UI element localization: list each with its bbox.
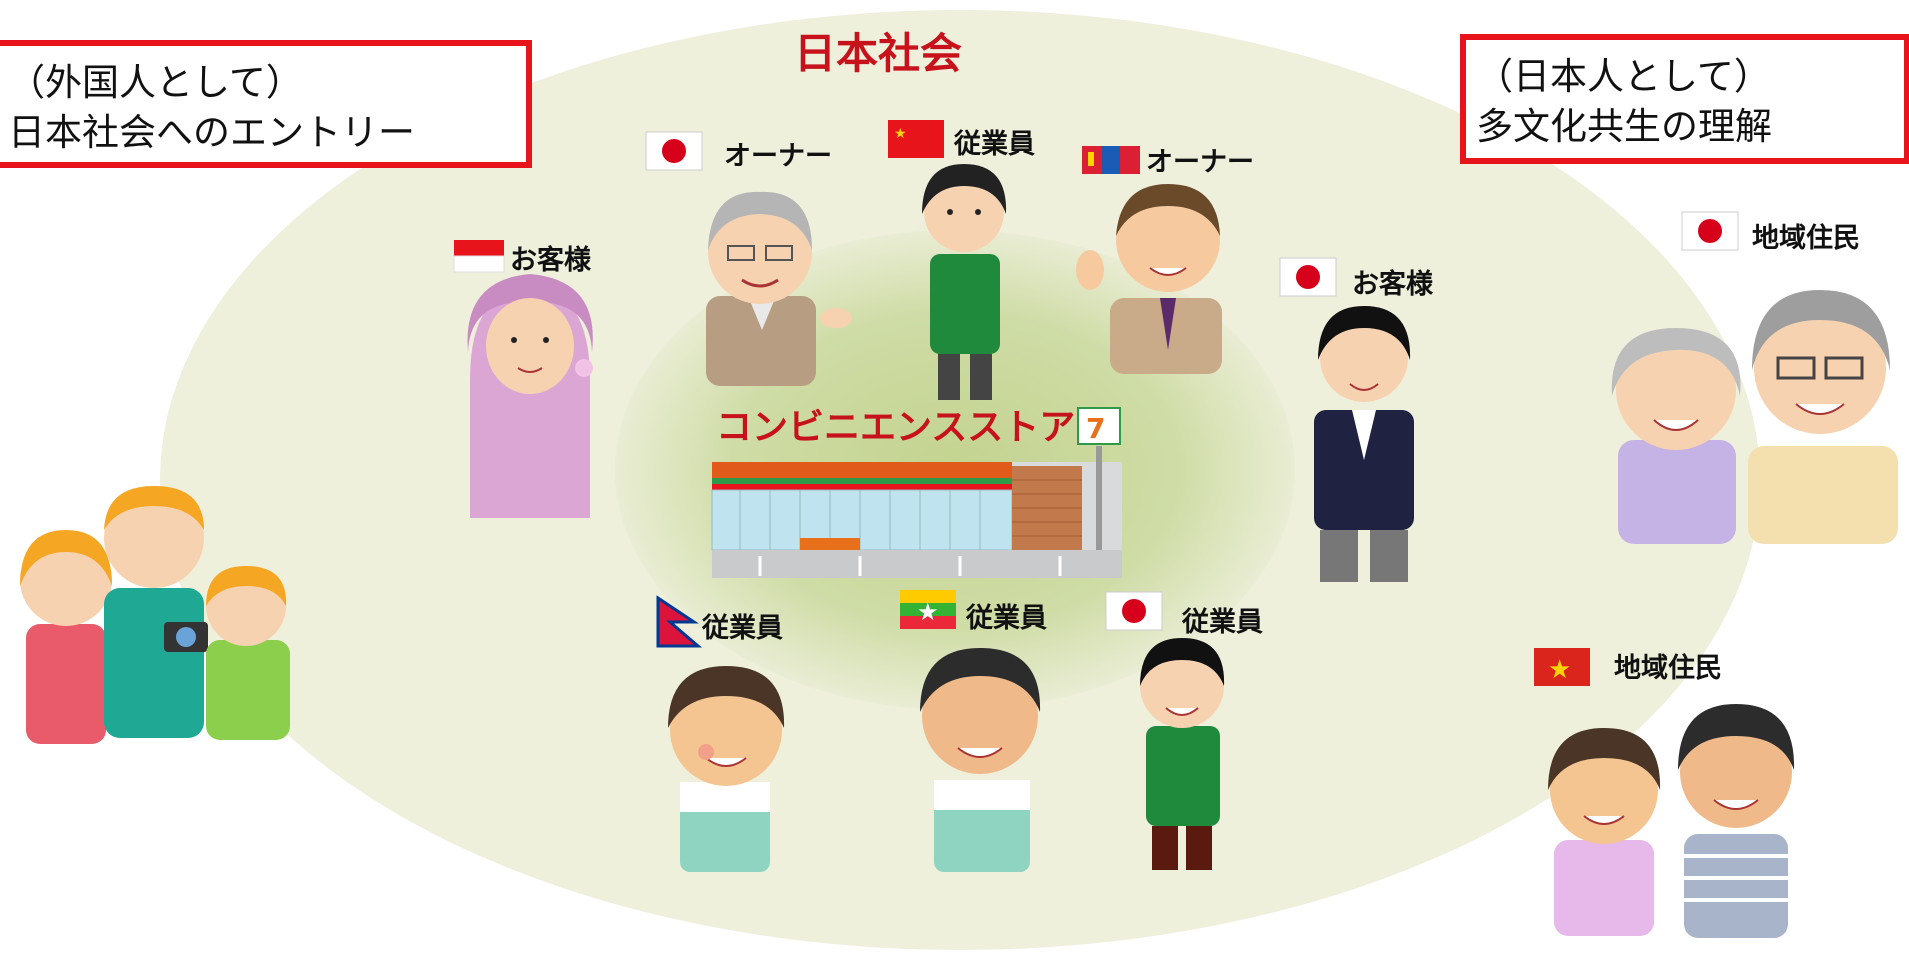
label-customer-japan: お客様 xyxy=(1352,269,1433,300)
store-title: コンビニエンスストア xyxy=(716,407,1076,448)
nepal-flag-icon xyxy=(656,595,703,648)
label-customer-indonesia: お客様 xyxy=(510,245,591,276)
vietnam-flag-icon: ★ xyxy=(1534,648,1590,686)
residents-japan-illustration xyxy=(1611,290,1898,544)
svg-text:★: ★ xyxy=(917,598,939,626)
svg-text:★: ★ xyxy=(894,126,907,142)
label-residents-vietnam: 地域住民 xyxy=(1614,653,1722,684)
staff-japan-illustration xyxy=(1140,638,1225,870)
label-owner-japan: オーナー xyxy=(724,141,832,172)
japan-flag-icon xyxy=(1105,591,1163,631)
china-flag-icon: ★ xyxy=(888,120,944,158)
japan-flag-icon xyxy=(1681,211,1739,251)
customer-japan-illustration xyxy=(1314,306,1414,582)
callout-left-box: （外国人として） 日本社会へのエントリー xyxy=(0,40,532,168)
label-owner-mongolia: オーナー xyxy=(1146,147,1254,178)
staff-nepal-illustration xyxy=(668,666,785,872)
svg-text:7: 7 xyxy=(1086,412,1105,445)
indonesia-flag-icon xyxy=(453,240,505,273)
callout-left-line2: 日本社会へのエントリー xyxy=(8,111,415,154)
callout-right-line1: （日本人として） xyxy=(1476,55,1771,98)
society-title: 日本社会 xyxy=(794,29,963,78)
label-residents-japan: 地域住民 xyxy=(1752,223,1860,254)
store-building-illustration: 7 xyxy=(711,407,1122,578)
japan-flag-icon xyxy=(645,131,703,171)
svg-text:★: ★ xyxy=(1548,655,1571,685)
myanmar-flag-icon: ★ xyxy=(900,590,956,629)
callout-right-line2: 多文化共生の理解 xyxy=(1476,105,1772,148)
staff-myanmar-illustration xyxy=(920,648,1041,872)
owner-mongolia-illustration xyxy=(1076,184,1222,374)
residents-vietnam-illustration xyxy=(1548,704,1795,938)
staff-china-illustration xyxy=(922,164,1007,400)
callout-right-box: （日本人として） 多文化共生の理解 xyxy=(1460,34,1909,164)
customer-indonesia-illustration xyxy=(467,274,593,518)
label-staff-japan: 従業員 xyxy=(1182,607,1263,638)
tourists-illustration xyxy=(20,486,290,744)
label-staff-china: 従業員 xyxy=(954,129,1035,160)
mongolia-flag-icon xyxy=(1082,146,1140,174)
owner-japan-illustration xyxy=(706,191,852,386)
callout-left-line1: （外国人として） xyxy=(8,61,303,104)
japan-flag-icon xyxy=(1279,257,1337,297)
label-staff-nepal: 従業員 xyxy=(702,613,783,644)
label-staff-myanmar: 従業員 xyxy=(966,603,1047,634)
